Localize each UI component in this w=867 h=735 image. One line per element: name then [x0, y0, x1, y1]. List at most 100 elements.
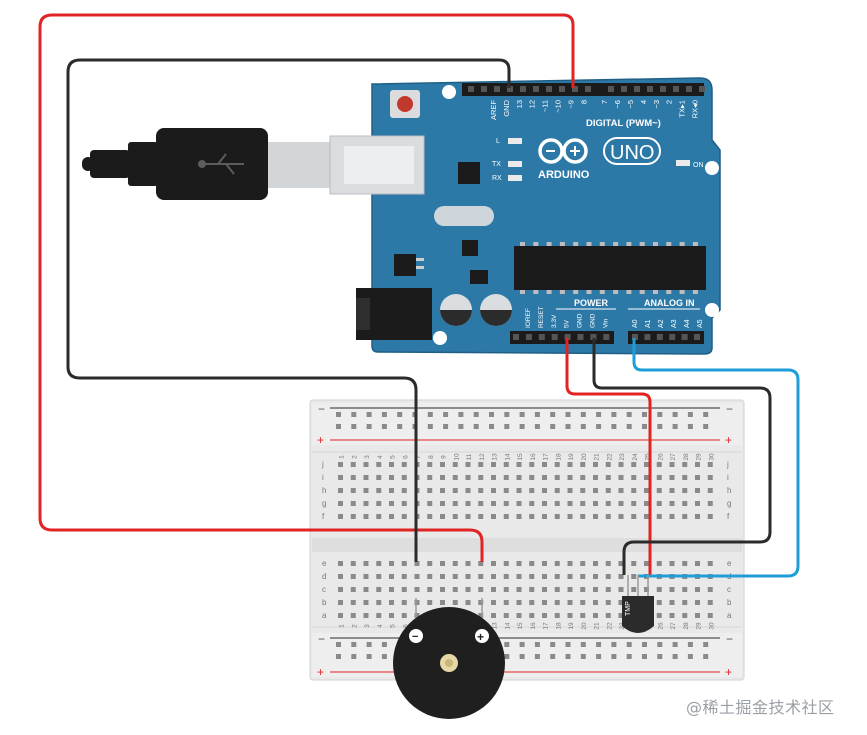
rail-hole[interactable]	[351, 642, 357, 647]
breadboard-hole[interactable]	[427, 514, 433, 519]
breadboard-hole[interactable]	[503, 613, 509, 618]
breadboard-hole[interactable]	[401, 600, 407, 605]
breadboard-hole[interactable]	[350, 587, 356, 592]
rail-hole[interactable]	[381, 412, 387, 417]
breadboard-hole[interactable]	[529, 475, 535, 480]
header-pin[interactable]	[559, 86, 565, 92]
breadboard-hole[interactable]	[376, 587, 382, 592]
breadboard-hole[interactable]	[580, 561, 586, 566]
breadboard-hole[interactable]	[656, 613, 662, 618]
breadboard-hole[interactable]	[656, 488, 662, 493]
breadboard-hole[interactable]	[363, 514, 369, 519]
breadboard-hole[interactable]	[503, 574, 509, 579]
breadboard-hole[interactable]	[593, 613, 598, 618]
breadboard-hole[interactable]	[478, 514, 484, 519]
rail-hole[interactable]	[596, 642, 602, 647]
rail-hole[interactable]	[366, 424, 372, 429]
breadboard-hole[interactable]	[350, 462, 356, 467]
breadboard-hole[interactable]	[644, 514, 649, 519]
rail-hole[interactable]	[366, 412, 372, 417]
breadboard-hole[interactable]	[465, 488, 471, 493]
breadboard-hole[interactable]	[631, 514, 637, 519]
rail-hole[interactable]	[565, 654, 571, 659]
breadboard-hole[interactable]	[682, 613, 688, 618]
breadboard-hole[interactable]	[618, 514, 624, 519]
breadboard-hole[interactable]	[554, 475, 560, 480]
rail-hole[interactable]	[366, 642, 372, 647]
breadboard-hole[interactable]	[580, 462, 586, 467]
breadboard-hole[interactable]	[567, 587, 573, 592]
breadboard-hole[interactable]	[376, 501, 382, 506]
breadboard-hole[interactable]	[567, 574, 573, 579]
header-pin[interactable]	[525, 334, 532, 340]
breadboard-hole[interactable]	[593, 574, 598, 579]
breadboard-hole[interactable]	[389, 613, 394, 618]
breadboard-hole[interactable]	[363, 561, 369, 566]
header-pin[interactable]	[481, 86, 487, 92]
rail-hole[interactable]	[489, 424, 494, 429]
rail-hole[interactable]	[657, 412, 663, 417]
breadboard-hole[interactable]	[516, 574, 522, 579]
breadboard-hole[interactable]	[389, 501, 394, 506]
rail-hole[interactable]	[580, 654, 586, 659]
breadboard-hole[interactable]	[491, 488, 496, 493]
breadboard-hole[interactable]	[656, 475, 662, 480]
breadboard-hole[interactable]	[618, 462, 624, 467]
breadboard-hole[interactable]	[376, 613, 382, 618]
breadboard-hole[interactable]	[644, 462, 649, 467]
header-pin[interactable]	[513, 334, 519, 340]
breadboard-hole[interactable]	[542, 501, 547, 506]
breadboard-hole[interactable]	[554, 613, 560, 618]
breadboard-hole[interactable]	[338, 488, 343, 493]
breadboard-hole[interactable]	[669, 462, 675, 467]
breadboard-hole[interactable]	[605, 501, 611, 506]
breadboard-hole[interactable]	[414, 600, 420, 605]
breadboard-hole[interactable]	[389, 561, 394, 566]
breadboard-hole[interactable]	[389, 514, 394, 519]
breadboard-hole[interactable]	[376, 600, 382, 605]
breadboard-hole[interactable]	[567, 501, 573, 506]
breadboard-hole[interactable]	[478, 561, 484, 566]
breadboard-hole[interactable]	[542, 561, 547, 566]
breadboard-hole[interactable]	[707, 561, 713, 566]
breadboard-hole[interactable]	[605, 613, 611, 618]
breadboard-hole[interactable]	[440, 587, 445, 592]
breadboard-hole[interactable]	[478, 488, 484, 493]
breadboard-hole[interactable]	[580, 475, 586, 480]
breadboard-hole[interactable]	[465, 600, 471, 605]
rail-hole[interactable]	[550, 424, 556, 429]
breadboard-hole[interactable]	[503, 600, 509, 605]
breadboard-hole[interactable]	[593, 488, 598, 493]
header-pin[interactable]	[644, 334, 651, 340]
rail-hole[interactable]	[626, 424, 632, 429]
header-pin[interactable]	[694, 334, 700, 340]
rail-hole[interactable]	[611, 424, 617, 429]
breadboard-hole[interactable]	[389, 574, 394, 579]
breadboard-hole[interactable]	[593, 475, 598, 480]
breadboard-hole[interactable]	[567, 600, 573, 605]
rail-hole[interactable]	[504, 424, 510, 429]
breadboard-hole[interactable]	[554, 488, 560, 493]
rail-hole[interactable]	[611, 642, 617, 647]
rail-hole[interactable]	[519, 654, 525, 659]
breadboard-hole[interactable]	[401, 488, 407, 493]
breadboard-hole[interactable]	[656, 501, 662, 506]
rail-hole[interactable]	[397, 424, 403, 429]
breadboard-hole[interactable]	[516, 475, 522, 480]
breadboard-hole[interactable]	[350, 488, 356, 493]
breadboard-hole[interactable]	[389, 475, 394, 480]
header-pin[interactable]	[686, 86, 692, 92]
breadboard-hole[interactable]	[465, 501, 471, 506]
breadboard-hole[interactable]	[465, 574, 471, 579]
breadboard-hole[interactable]	[593, 587, 598, 592]
rail-hole[interactable]	[504, 642, 510, 647]
header-pin[interactable]	[546, 86, 552, 92]
breadboard-hole[interactable]	[465, 475, 471, 480]
breadboard-hole[interactable]	[605, 475, 611, 480]
breadboard-hole[interactable]	[605, 488, 611, 493]
rail-hole[interactable]	[703, 654, 709, 659]
rail-hole[interactable]	[534, 424, 540, 429]
breadboard-hole[interactable]	[554, 561, 560, 566]
breadboard-hole[interactable]	[618, 561, 624, 566]
breadboard-hole[interactable]	[503, 501, 509, 506]
